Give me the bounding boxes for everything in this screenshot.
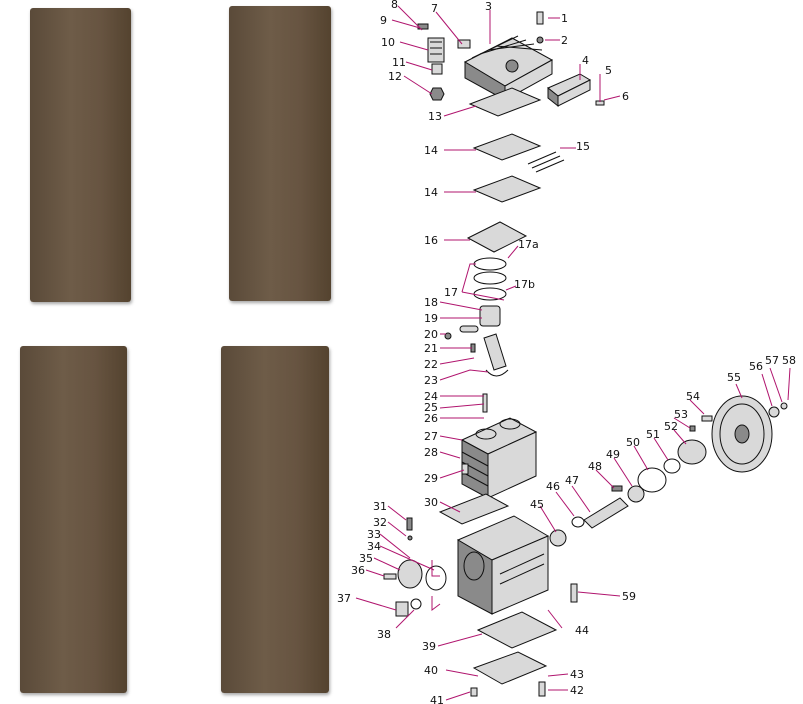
cylinder-block xyxy=(460,417,538,499)
callout-42: 42 xyxy=(570,684,584,697)
callout-19: 19 xyxy=(424,312,438,325)
callout-54: 54 xyxy=(686,390,700,403)
callout-37: 37 xyxy=(337,592,351,605)
callout-55: 55 xyxy=(727,371,741,384)
cylinder-head xyxy=(463,35,554,101)
valve-plates xyxy=(466,87,565,253)
panel-bottom-right xyxy=(221,346,329,693)
callout-4: 4 xyxy=(582,54,589,67)
callout-28: 28 xyxy=(424,446,438,459)
callout-31: 31 xyxy=(373,500,387,513)
piston-rings xyxy=(473,257,507,301)
callout-9: 9 xyxy=(380,14,387,27)
callout-58: 58 xyxy=(782,354,796,367)
callout-57: 57 xyxy=(765,354,779,367)
callout-15: 15 xyxy=(576,140,590,153)
callout-36: 36 xyxy=(351,564,365,577)
callout-6: 6 xyxy=(622,90,629,103)
callout-38: 38 xyxy=(377,628,391,641)
callout-3: 3 xyxy=(485,0,492,13)
callout-16: 16 xyxy=(424,234,438,247)
callout-29: 29 xyxy=(424,472,438,485)
callout-2: 2 xyxy=(561,34,568,47)
callout-56: 56 xyxy=(749,360,763,373)
callout-51: 51 xyxy=(646,428,660,441)
callout-39: 39 xyxy=(422,640,436,653)
callout-5: 5 xyxy=(605,64,612,77)
callout-26: 26 xyxy=(424,412,438,425)
crankshaft xyxy=(549,415,713,547)
callout-33: 33 xyxy=(367,528,381,541)
side-cover xyxy=(383,517,447,617)
piston-and-rod xyxy=(444,305,509,413)
callout-40: 40 xyxy=(424,664,438,677)
callout-17a: 17a xyxy=(518,238,539,251)
callout-labels: 1 2 3 4 5 6 7 8 9 10 11 12 13 14 14 15 1… xyxy=(337,0,796,704)
base-plate xyxy=(470,583,578,697)
callout-32: 32 xyxy=(373,516,387,529)
callout-43: 43 xyxy=(570,668,584,681)
callout-1: 1 xyxy=(561,12,568,25)
crankcase xyxy=(438,493,550,615)
callout-27: 27 xyxy=(424,430,438,443)
callout-11: 11 xyxy=(392,56,406,69)
callout-47: 47 xyxy=(565,474,579,487)
callout-23: 23 xyxy=(424,374,438,387)
callout-34: 34 xyxy=(367,540,381,553)
callout-59: 59 xyxy=(622,590,636,603)
callout-50: 50 xyxy=(626,436,640,449)
callout-24: 24 xyxy=(424,390,438,403)
callout-52: 52 xyxy=(664,420,678,433)
panel-bottom-left xyxy=(20,346,127,693)
pulley xyxy=(711,395,788,473)
callout-20: 20 xyxy=(424,328,438,341)
callout-45: 45 xyxy=(530,498,544,511)
valve-block xyxy=(547,73,592,108)
callout-41: 41 xyxy=(430,694,444,704)
panel-top-right xyxy=(229,6,331,301)
callout-10: 10 xyxy=(381,36,395,49)
callout-7: 7 xyxy=(431,2,438,15)
callout-35: 35 xyxy=(359,552,373,565)
callout-49: 49 xyxy=(606,448,620,461)
callout-13: 13 xyxy=(428,110,442,123)
callout-21: 21 xyxy=(424,342,438,355)
callout-46: 46 xyxy=(546,480,560,493)
callout-17: 17 xyxy=(444,286,458,299)
callout-12: 12 xyxy=(388,70,402,83)
leader-lines xyxy=(355,5,791,701)
panel-top-left xyxy=(30,8,131,302)
callout-17b: 17b xyxy=(514,278,535,291)
callout-53: 53 xyxy=(674,408,688,421)
callout-8: 8 xyxy=(391,0,398,11)
callout-44: 44 xyxy=(575,624,589,637)
callout-30: 30 xyxy=(424,496,438,509)
callout-48: 48 xyxy=(588,460,602,473)
callout-18: 18 xyxy=(424,296,438,309)
callout-25: 25 xyxy=(424,401,438,414)
callout-14-lower: 14 xyxy=(424,186,438,199)
head-fittings xyxy=(417,11,605,106)
callout-22: 22 xyxy=(424,358,438,371)
callout-14-upper: 14 xyxy=(424,144,438,157)
